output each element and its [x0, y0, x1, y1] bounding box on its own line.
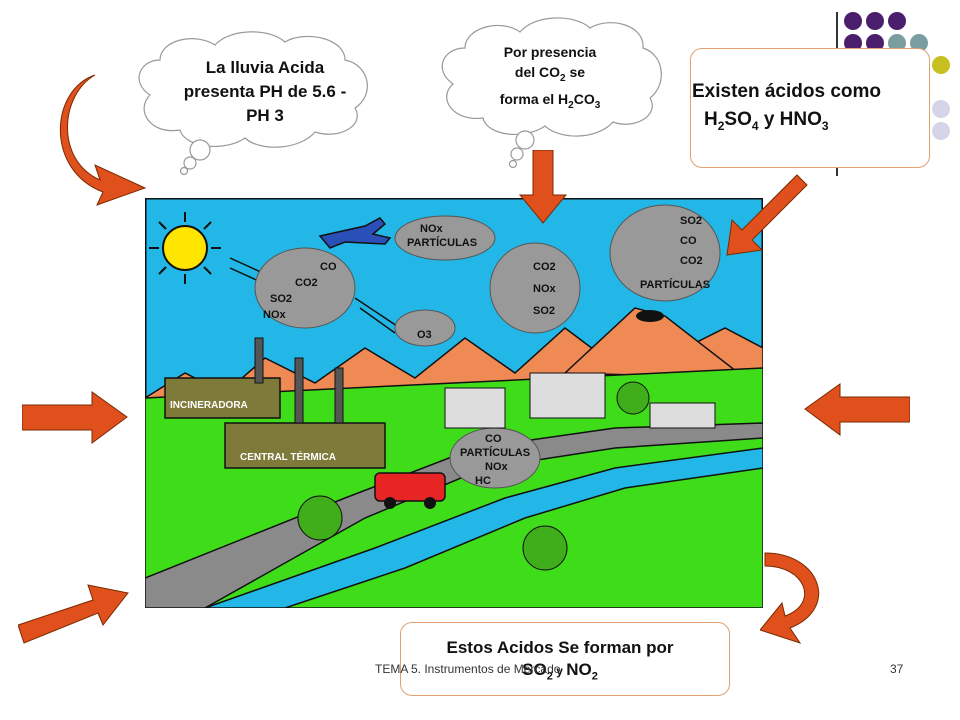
arrow-down: [518, 150, 568, 224]
bubble1-text: La lluvia Acida presenta PH de 5.6 - PH …: [150, 56, 380, 128]
acids-line2: H2SO4 y HNO3: [704, 109, 829, 133]
label-so2-volcano: SO2: [680, 215, 702, 227]
arrow-up-right: [18, 584, 129, 644]
label-particulas-car: PARTÍCULAS: [460, 446, 530, 459]
acid-rain-scene: NOx PARTÍCULAS CO CO2 SO2 NOx CO2 NOx SO…: [145, 198, 763, 608]
arrow-diagonal-down-left: [726, 174, 808, 256]
label-so2-house: SO2: [533, 305, 555, 317]
bubble2-line3: forma el H2CO3: [499, 90, 601, 111]
car-icon: [374, 472, 446, 502]
label-co-car: CO: [485, 433, 502, 445]
label-incineradora: INCINERADORA: [170, 400, 248, 411]
arrow-right-1: [22, 391, 128, 444]
label-co2: CO2: [295, 277, 318, 289]
arrow-curved-bottom-right: [760, 552, 820, 644]
label-co2-house: CO2: [533, 261, 556, 273]
label-nox-house: NOx: [533, 283, 557, 295]
bubble1-line1: La lluvia Acida: [205, 58, 325, 77]
forming-line1: Estos Acidos Se forman por: [446, 638, 674, 657]
bubble2-text: Por presencia del CO2 se forma el H2CO3: [470, 42, 630, 116]
thought-bubble-1: [138, 31, 368, 175]
label-central: CENTRAL TÉRMICA: [240, 450, 336, 463]
airplane-icon: [318, 217, 392, 249]
forming-line2: SO2 y NO2: [522, 660, 598, 683]
arrow-curved-left: [59, 74, 147, 206]
label-so2: SO2: [270, 293, 292, 305]
label-particulas-1: PARTÍCULAS: [407, 236, 477, 249]
acids-line1: Existen ácidos como: [692, 81, 882, 102]
label-co2-volcano: CO2: [680, 255, 703, 267]
label-hc-car: HC: [475, 475, 491, 487]
label-particulas-volcano: PARTÍCULAS: [640, 278, 710, 291]
label-o3: O3: [417, 329, 432, 341]
label-co: CO: [320, 261, 337, 273]
bubble2-line2: del CO2 se: [514, 64, 586, 84]
forming-acids-text: Estos Acidos Se forman por SO2 y NO2: [400, 637, 720, 687]
acids-info-text: Existen ácidos como H2SO4 y HNO3: [692, 78, 942, 140]
bubble2-line1: Por presencia: [503, 44, 597, 60]
page-number: 37: [890, 662, 904, 676]
label-co-volcano: CO: [680, 235, 697, 247]
footer-title: TEMA 5. Instrumentos de Mercado: [375, 662, 561, 676]
sun-icon: [149, 212, 221, 284]
acids-info-box: [690, 48, 930, 168]
label-nox-car: NOx: [485, 461, 509, 473]
label-nox: NOx: [420, 223, 444, 235]
bubble1-line3: PH 3: [246, 106, 284, 125]
thought-bubble-2: [441, 17, 662, 169]
bubble1-line2: presenta PH de 5.6 -: [183, 82, 347, 101]
arrow-left-1: [804, 383, 910, 436]
forming-acids-box: [400, 622, 730, 696]
label-nox-2: NOx: [263, 309, 287, 321]
